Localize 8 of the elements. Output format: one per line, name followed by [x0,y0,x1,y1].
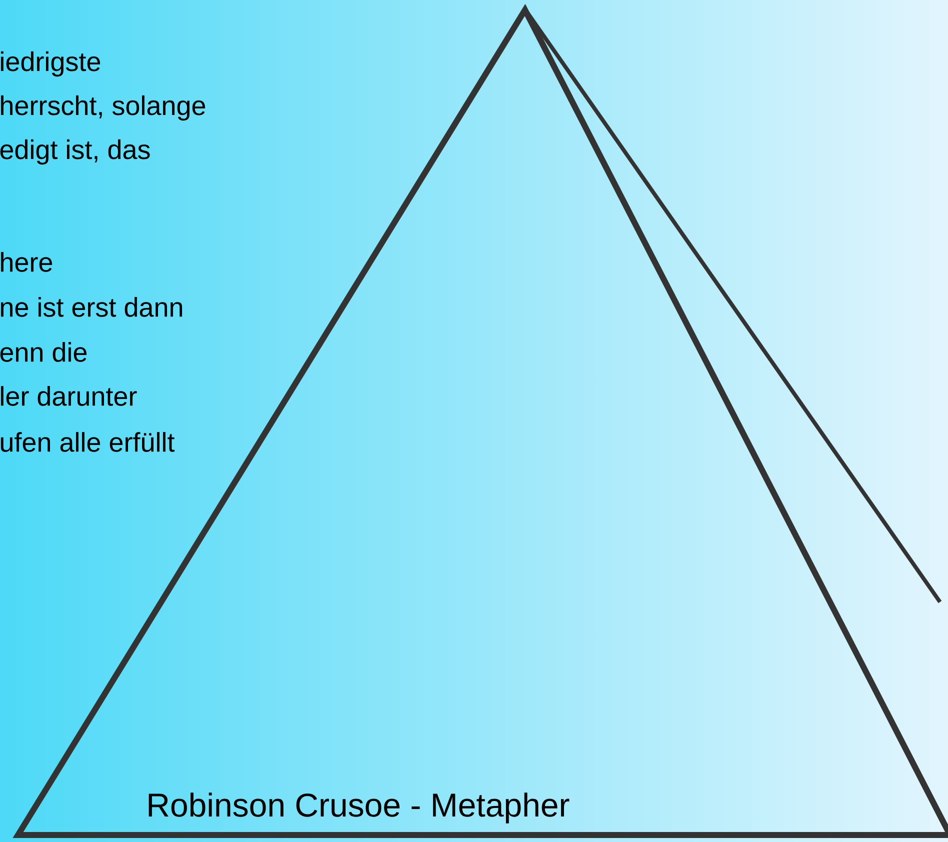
text-line: ne ist erst dann [1,297,182,317]
text-line: here [1,252,52,272]
text-line: herrscht, solange [1,95,206,121]
text-line: ufen alle erfüllt [0,432,175,452]
text-line: ler darunter [1,386,137,406]
text-line: edigt ist, das [0,139,150,165]
text-line: enn die [0,342,87,362]
text-line: iedrigste [1,51,100,77]
